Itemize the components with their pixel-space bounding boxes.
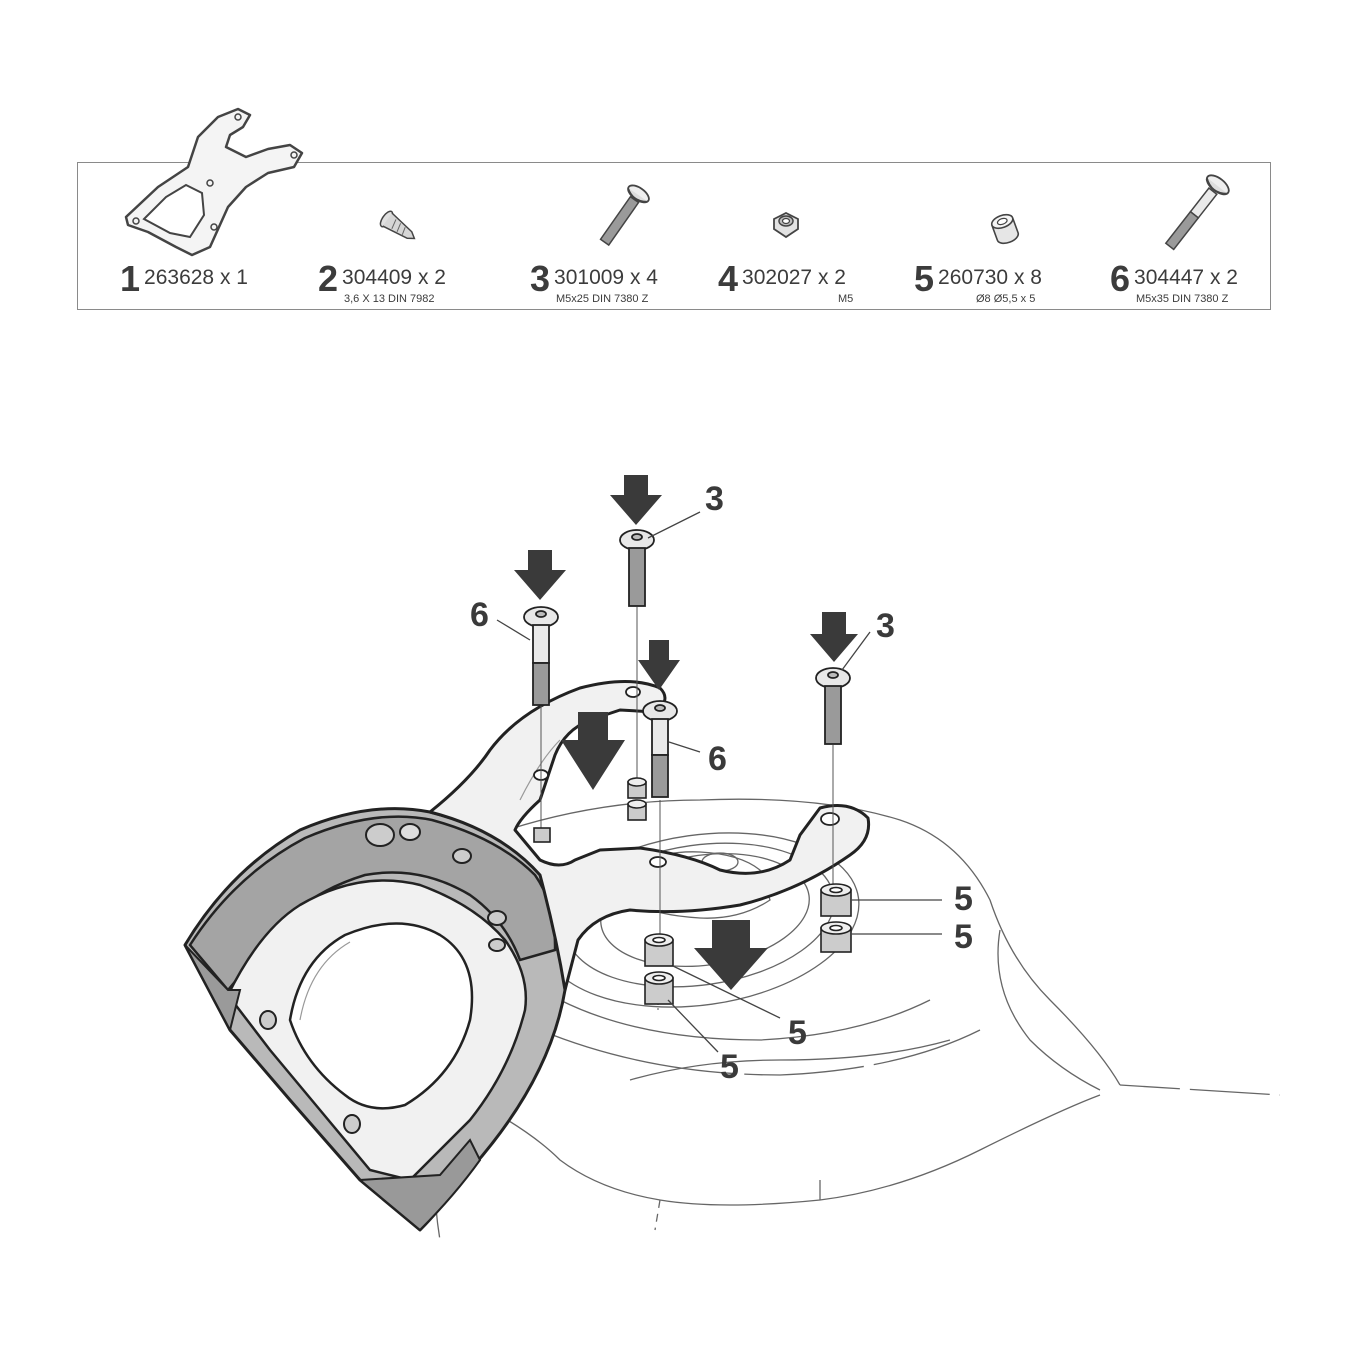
bolt-6-center	[642, 700, 678, 798]
bolts	[523, 529, 851, 798]
assembly-diagram: 6 3 3 6 5 5 5 5	[183, 475, 1281, 1241]
part-number: 1	[120, 258, 141, 299]
part-code: 263628 x 1	[144, 266, 248, 289]
part-spec: 3,6 X 13 DIN 7982	[344, 293, 435, 305]
spacer-right-upper	[820, 883, 852, 917]
button-head-bolt-short-icon	[599, 184, 650, 247]
callout-bolt-6-left: 6	[470, 596, 489, 634]
part-spec: M5x25 DIN 7380 Z	[556, 293, 649, 305]
part-number: 6	[1110, 258, 1131, 299]
part-code: 301009 x 4	[554, 266, 658, 289]
part-spec: M5x35 DIN 7380 Z	[1136, 293, 1229, 305]
part-code: 302027 x 2	[742, 266, 846, 289]
callout-bolt-3-top: 3	[705, 480, 724, 518]
bolt-3-right	[815, 667, 851, 745]
spacer-center-upper	[644, 933, 674, 967]
part-spec: Ø8 Ø5,5 x 5	[976, 293, 1036, 305]
alignment-lines	[540, 607, 834, 1010]
downward-arrows	[514, 475, 858, 990]
callout-spacer-right-lower: 5	[954, 918, 973, 956]
spacers	[533, 777, 852, 1005]
bolt-3-top	[619, 529, 655, 607]
down-arrow-icon	[514, 550, 566, 600]
part-code: 304447 x 2	[1134, 266, 1238, 289]
leader-lines	[496, 511, 942, 1053]
self-tapping-screw-icon	[379, 210, 416, 240]
part-number: 3	[530, 258, 551, 299]
part-number: 4	[718, 258, 739, 299]
down-arrow-icon	[694, 920, 768, 990]
callout-spacer-center-upper: 5	[788, 1014, 807, 1052]
callout-bolt-3-right: 3	[876, 607, 895, 645]
tank-ring-bracket	[183, 680, 871, 1232]
spacer-icon	[990, 213, 1020, 245]
down-arrow-icon	[610, 475, 662, 525]
down-arrow-icon	[638, 640, 680, 690]
part-spec: M5	[838, 293, 854, 305]
spacer-right-lower	[820, 921, 852, 953]
button-head-bolt-long-icon	[1164, 174, 1230, 251]
part-code: 260730 x 8	[938, 266, 1042, 289]
down-arrow-icon	[810, 612, 858, 662]
callout-spacer-right-upper: 5	[954, 880, 973, 918]
down-arrow-icon	[561, 712, 625, 790]
tank-ring-bracket-icon	[124, 107, 304, 257]
spacer-under-bolt-3-top	[627, 777, 647, 821]
part-number: 2	[318, 258, 339, 299]
bolt-6-left	[523, 606, 559, 706]
part-code: 304409 x 2	[342, 266, 446, 289]
callout-bolt-6-center: 6	[708, 740, 727, 778]
part-number: 5	[914, 258, 935, 299]
callout-spacer-center-lower: 5	[720, 1048, 739, 1086]
nut-icon	[773, 211, 799, 239]
spacer-center-lower	[644, 971, 674, 1005]
